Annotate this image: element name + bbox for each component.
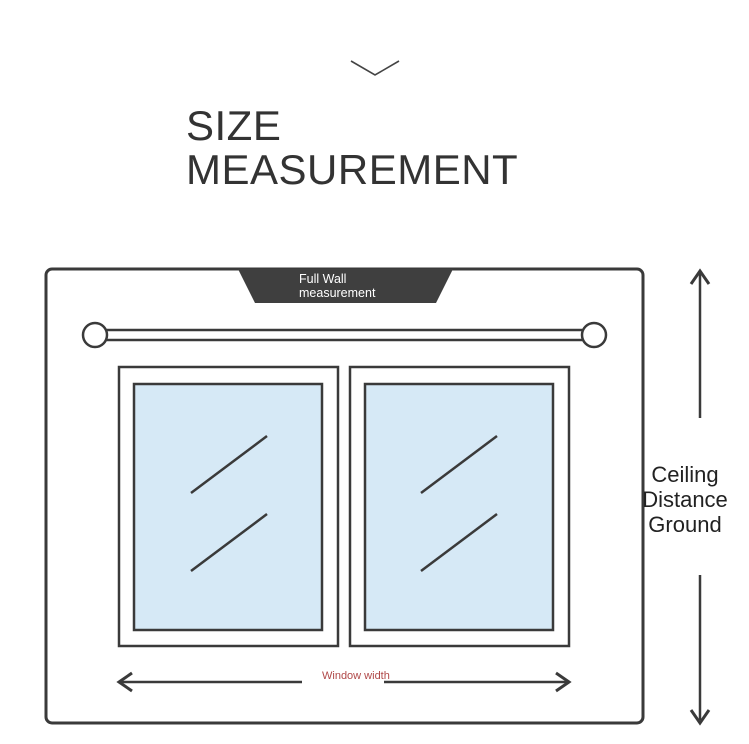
wall-tab-line-1: Full Wall [299, 272, 347, 286]
arrow-left-icon [116, 671, 133, 693]
window-width-arrow [116, 671, 572, 693]
arrow-down-icon [689, 709, 711, 726]
glare-line [190, 435, 268, 494]
arrow-up-icon [689, 268, 711, 285]
rod-finial-left [81, 321, 109, 349]
rod-finial-right [580, 321, 608, 349]
wall-tab-label: Full Wall measurement [299, 272, 375, 300]
title-line-2: MEASUREMENT [186, 146, 519, 193]
window-left-glass [132, 382, 324, 632]
height-label-line-1: Ceiling [651, 462, 719, 487]
chevron-down-icon [350, 60, 400, 76]
arrow-right-icon [555, 671, 572, 693]
window-width-label: Window width [322, 670, 390, 682]
wall-tab-line-2: measurement [299, 286, 376, 300]
height-label-line-3: Ground [648, 512, 722, 537]
height-label: Ceiling Distance Ground [636, 462, 734, 537]
glare-line [420, 435, 498, 494]
height-label-line-2: Distance [642, 487, 728, 512]
glare-line [190, 513, 268, 572]
wall-tab [238, 269, 453, 303]
title-line-1: SIZE [186, 102, 282, 149]
curtain-rod [103, 328, 587, 342]
height-arrow [689, 268, 711, 726]
glare-line [420, 513, 498, 572]
window-right-glass [363, 382, 555, 632]
page-title: SIZE MEASUREMENT [186, 104, 518, 192]
